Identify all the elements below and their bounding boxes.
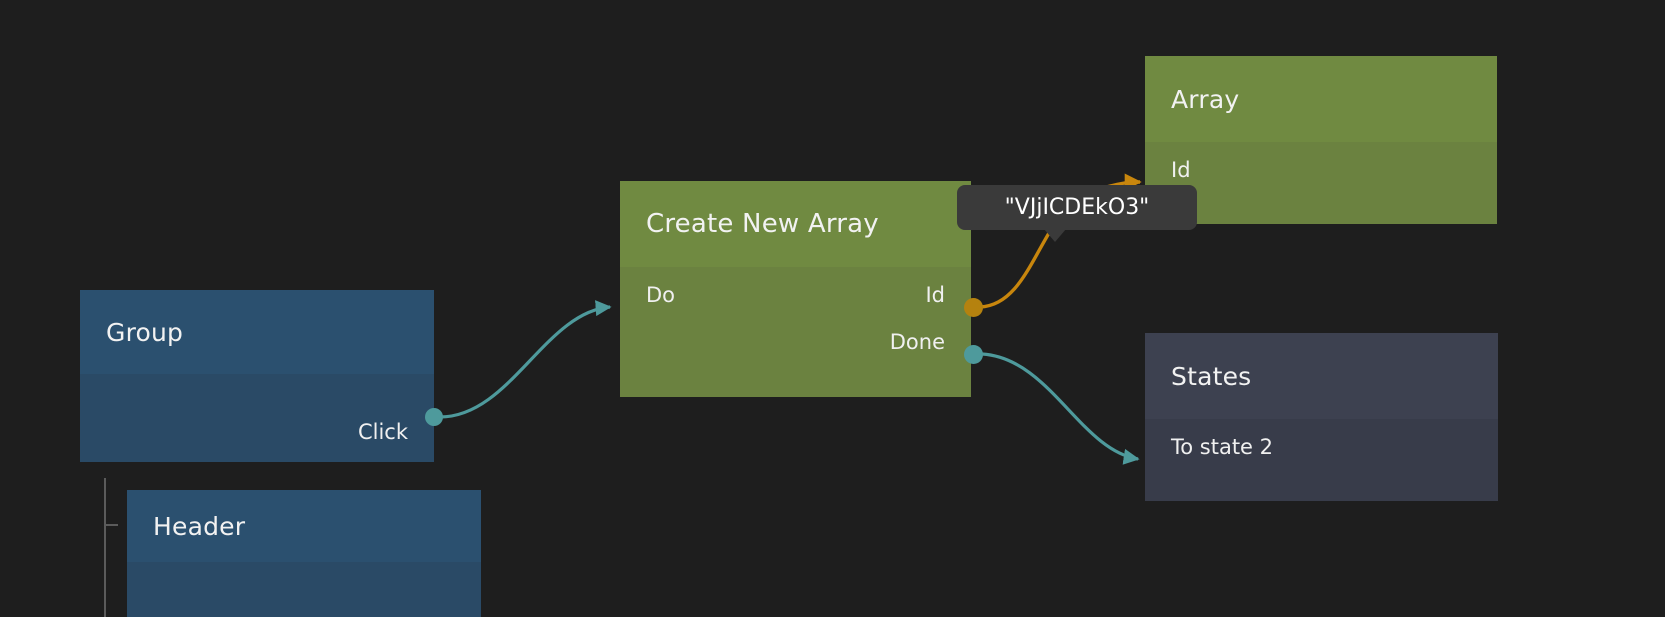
port-label-done: Done xyxy=(889,330,945,354)
edge-create-done-to-states xyxy=(981,352,1140,465)
port-label-to-state-2: To state 2 xyxy=(1171,435,1274,459)
node-create-new-array-body: Do Id Done xyxy=(620,267,971,397)
node-header-widget-body xyxy=(127,562,481,617)
node-array-header[interactable]: Array xyxy=(1145,56,1497,142)
value-tooltip-arrow-icon xyxy=(1044,229,1066,242)
node-group[interactable]: Group Click xyxy=(80,290,434,462)
port-label-array-id: Id xyxy=(1171,158,1191,182)
value-tooltip: "VJjICDEkO3" xyxy=(957,185,1197,230)
port-row-to-state-2[interactable]: To state 2 xyxy=(1145,431,1498,463)
value-tooltip-text: "VJjICDEkO3" xyxy=(1004,195,1150,220)
node-array-body: Id xyxy=(1145,142,1497,224)
port-dot-create-done[interactable] xyxy=(964,345,983,364)
port-label-click: Click xyxy=(357,420,408,444)
node-group-title: Group xyxy=(106,317,184,347)
node-create-new-array[interactable]: Create New Array Do Id Done xyxy=(620,181,971,397)
edge-group-click-to-create-do xyxy=(439,300,612,419)
port-dot-group-click[interactable] xyxy=(425,408,443,426)
node-header-widget-title: Header xyxy=(153,511,246,541)
node-header-widget-header[interactable]: Header xyxy=(127,490,481,562)
node-states-header[interactable]: States xyxy=(1145,333,1498,419)
port-label-do: Do xyxy=(646,283,676,307)
node-group-body: Click xyxy=(80,374,434,462)
node-create-new-array-header[interactable]: Create New Array xyxy=(620,181,971,267)
node-array-title: Array xyxy=(1171,84,1240,114)
node-states-body: To state 2 xyxy=(1145,419,1498,501)
node-array[interactable]: Array Id xyxy=(1145,56,1497,224)
port-dot-create-id[interactable] xyxy=(964,298,983,317)
port-row-do[interactable]: Do xyxy=(620,279,971,311)
port-row-group-click[interactable]: Click xyxy=(80,374,434,462)
node-group-header[interactable]: Group xyxy=(80,290,434,374)
port-row-done[interactable]: Done xyxy=(620,326,971,358)
node-header-widget[interactable]: Header xyxy=(127,490,481,617)
port-label-id: Id xyxy=(925,283,945,307)
node-states-title: States xyxy=(1171,361,1252,391)
node-create-new-array-title: Create New Array xyxy=(646,209,879,239)
node-states[interactable]: States To state 2 xyxy=(1145,333,1498,501)
tree-branch-tick xyxy=(104,524,118,526)
port-row-id[interactable]: Id xyxy=(620,279,971,311)
tree-vertical-line xyxy=(104,478,106,617)
port-row-array-id[interactable]: Id xyxy=(1145,154,1497,186)
